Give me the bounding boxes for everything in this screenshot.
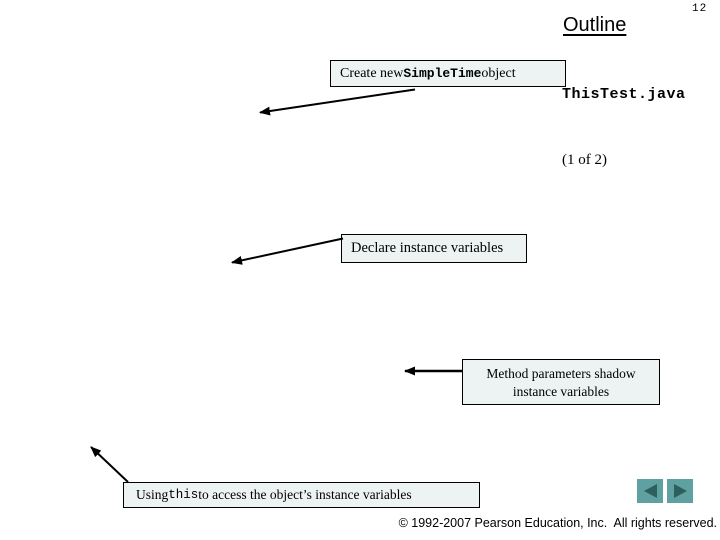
code-simpletime: SimpleTime bbox=[403, 66, 482, 81]
copyright-footer: © 1992-2007 Pearson Education, Inc. All … bbox=[398, 516, 717, 530]
callout-text-suffix: object bbox=[481, 65, 516, 81]
slide-number: 12 bbox=[692, 3, 708, 15]
sheet-indicator: (1 of 2) bbox=[562, 152, 607, 168]
nav-next-button[interactable] bbox=[667, 479, 693, 503]
slide-title: Outline bbox=[563, 14, 627, 36]
nav-previous-button[interactable] bbox=[637, 479, 663, 503]
callout-text-prefix: Using bbox=[136, 487, 169, 502]
arrow-declare-instance-variables bbox=[231, 237, 344, 265]
callout-declare-instance-variables: Declare instance variables bbox=[341, 234, 527, 263]
callout-method-parameters-shadow: Method parameters shadow instance variab… bbox=[462, 359, 660, 405]
filename-label: ThisTest.java bbox=[562, 86, 686, 103]
callout-text: Declare instance variables bbox=[351, 240, 504, 256]
callout-create-simpletime-object: Create new SimpleTime object bbox=[330, 60, 566, 87]
previous-icon bbox=[643, 484, 657, 498]
arrow-create-simpletime bbox=[259, 88, 416, 116]
callout-text-line2: instance variables bbox=[512, 384, 610, 399]
callout-text-line1: Method parameters shadow bbox=[486, 366, 636, 381]
arrow-using-this bbox=[90, 446, 129, 483]
callout-text-suffix: to access the object’s instance variable… bbox=[198, 487, 412, 502]
code-this: this bbox=[168, 488, 199, 502]
callout-text-prefix: Create new bbox=[340, 65, 404, 81]
next-icon bbox=[673, 484, 687, 498]
callout-using-this: Using this to access the object’s instan… bbox=[123, 482, 480, 508]
